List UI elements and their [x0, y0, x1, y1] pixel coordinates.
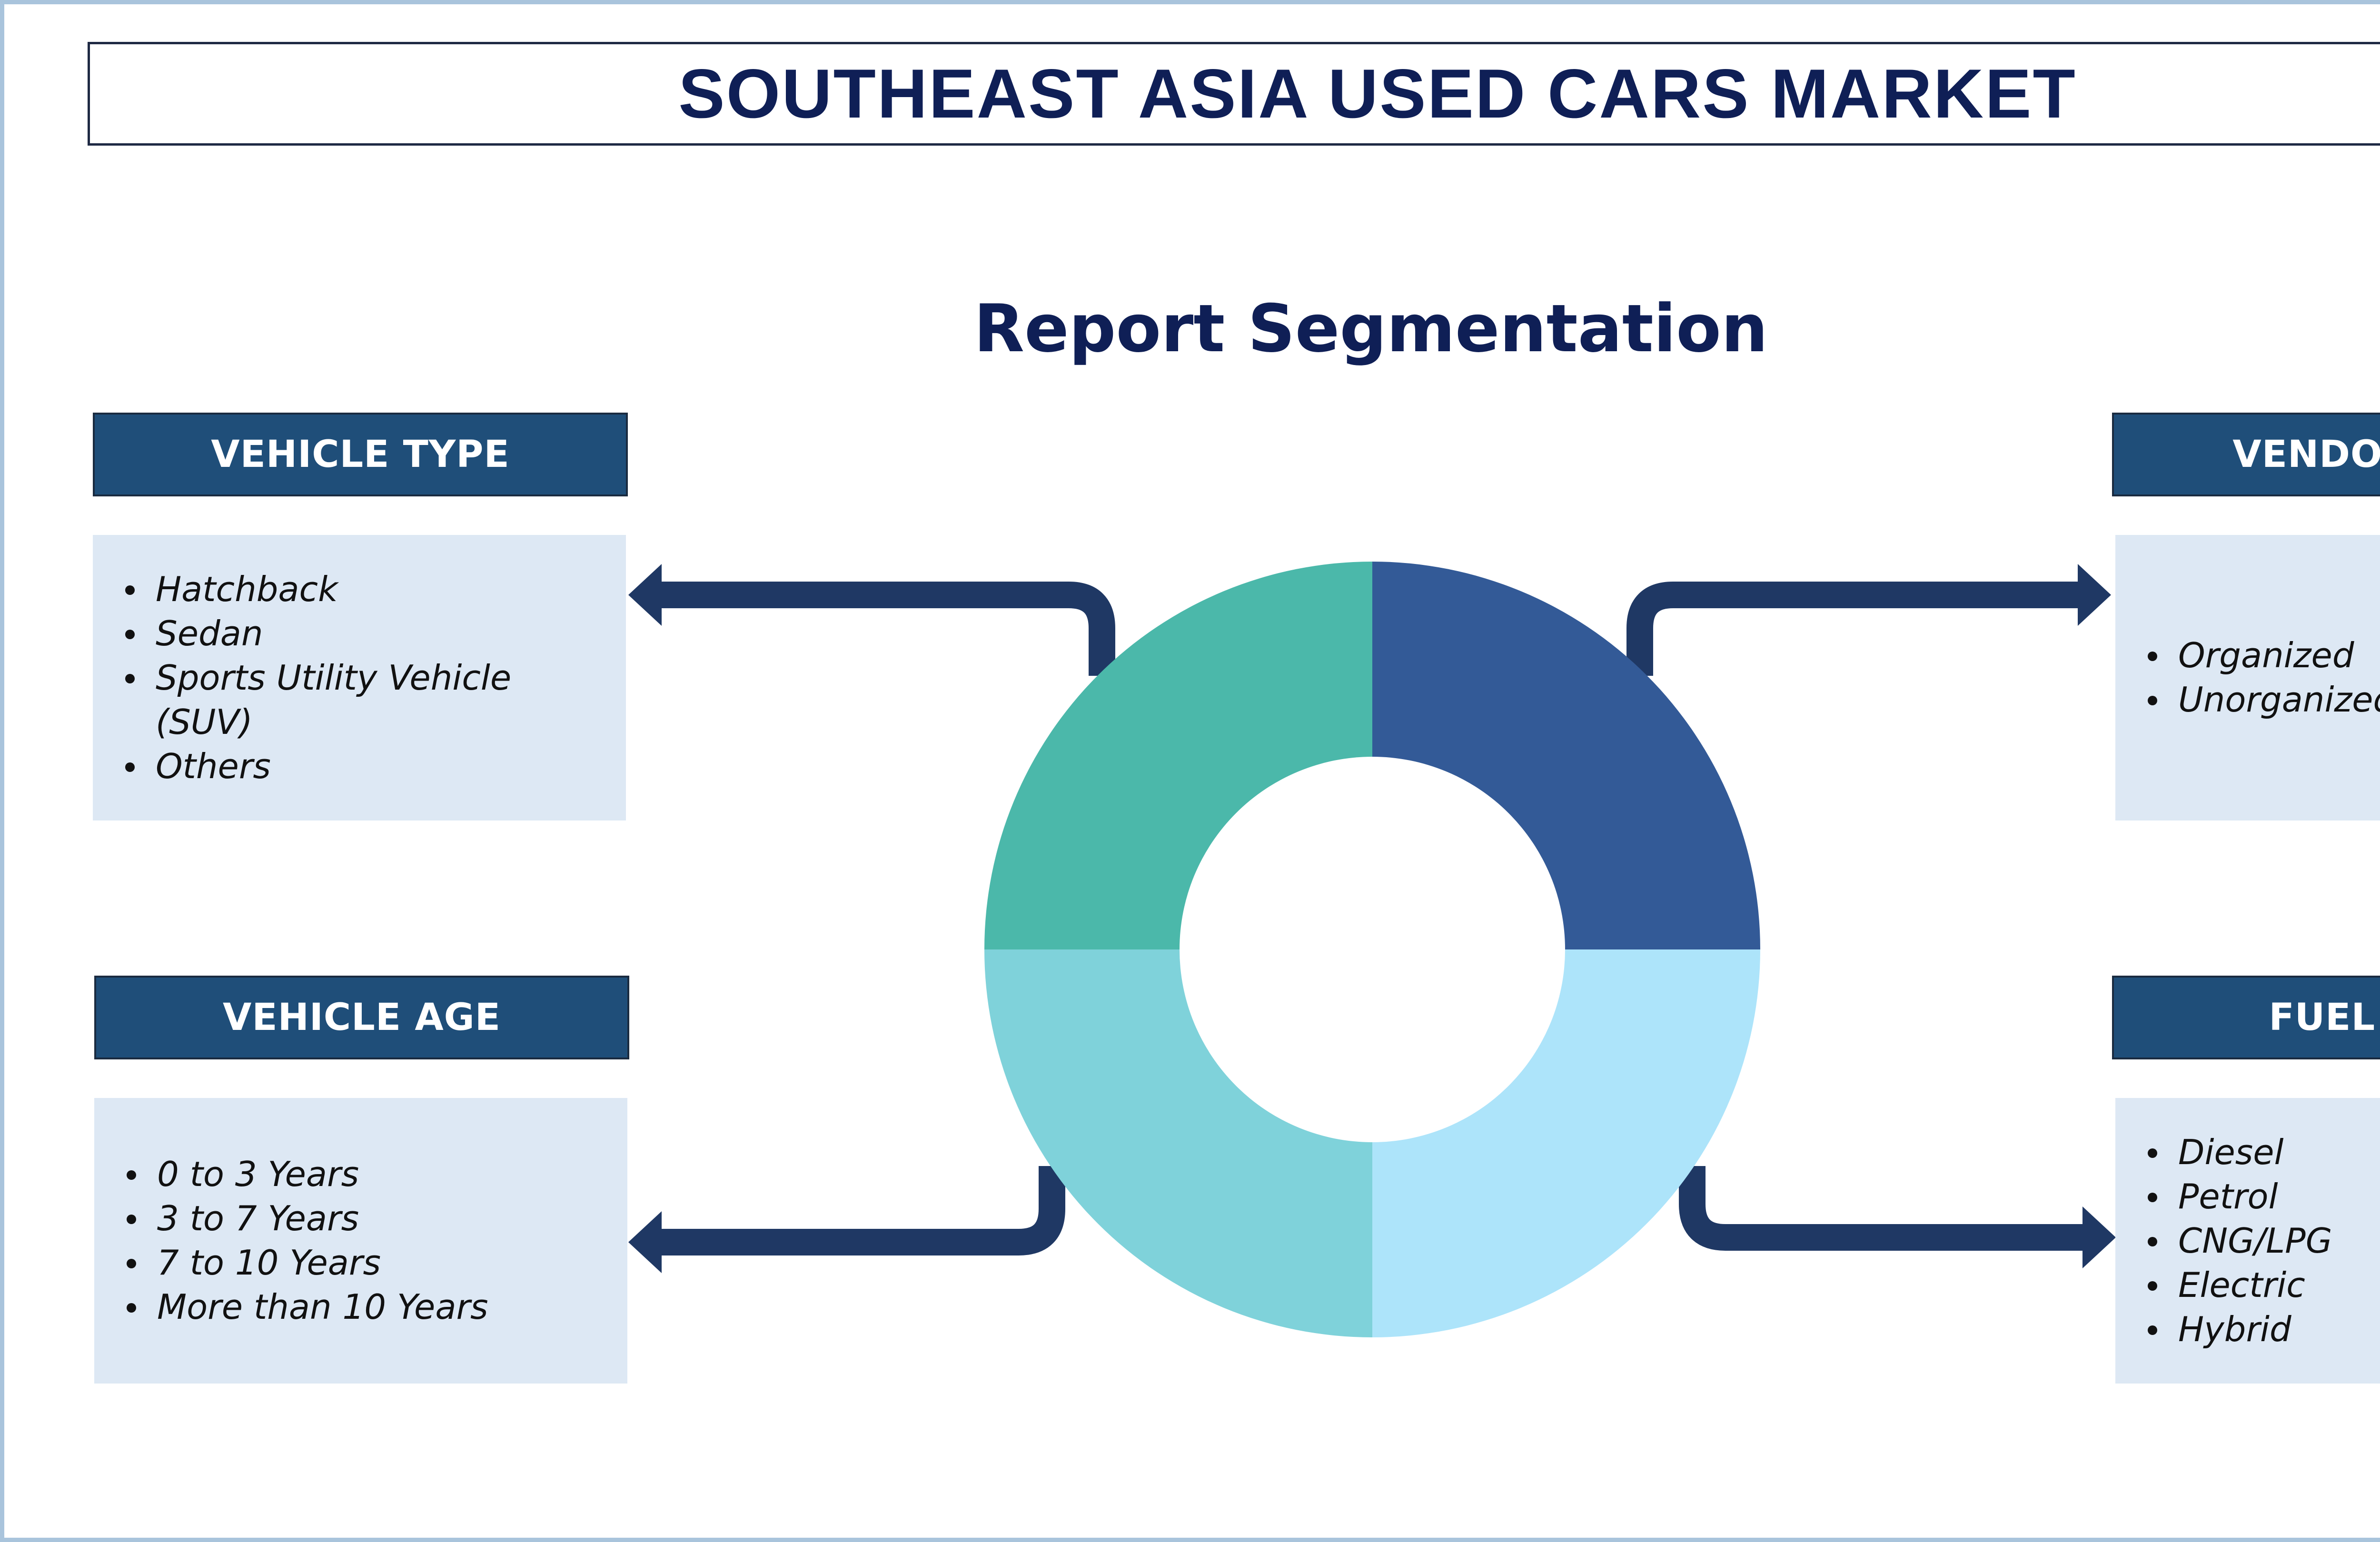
list-item: CNG/LPG	[2144, 1219, 2380, 1263]
header-fuel-type: FUEL TYPE	[2112, 976, 2380, 1059]
list-fuel-type: Diesel Petrol CNG/LPG Electric Hybrid	[2115, 1098, 2380, 1384]
header-label: FUEL TYPE	[2269, 996, 2380, 1039]
arrowhead-left-icon	[628, 1211, 662, 1273]
donut-hole	[1180, 757, 1565, 1142]
list-vehicle-age: 0 to 3 Years 3 to 7 Years 7 to 10 Years …	[94, 1098, 627, 1384]
header-label: VEHICLE TYPE	[211, 433, 510, 476]
arrow-fuel-type	[1679, 1166, 2116, 1268]
header-vendor-type: VENDOR TYPE	[2112, 413, 2380, 496]
donut-chart	[984, 562, 1760, 1337]
arrow-vehicle-age	[628, 1166, 1065, 1273]
section-subtitle: Report Segmentation	[973, 290, 1768, 367]
header-label: VEHICLE AGE	[222, 996, 501, 1039]
arrowhead-right-icon	[2078, 564, 2111, 626]
header-vehicle-age: VEHICLE AGE	[94, 976, 629, 1059]
list-item: Unorganized	[2144, 678, 2380, 722]
list-item: Others	[121, 744, 575, 789]
list-item: 3 to 7 Years	[123, 1196, 576, 1241]
list-item: 0 to 3 Years	[123, 1152, 576, 1196]
page-title: SOUTHEAST ASIA USED CARS MARKET	[678, 55, 2077, 132]
list-item: Organized	[2144, 633, 2380, 678]
list-item: Sedan	[121, 612, 575, 656]
list-item: Diesel	[2144, 1130, 2380, 1175]
arrowhead-left-icon	[628, 564, 662, 626]
list-item: Sports Utility Vehicle (SUV)	[121, 656, 565, 744]
arrow-vendor-type	[1626, 564, 2111, 676]
list-item: Hybrid	[2144, 1307, 2380, 1352]
header-vehicle-type: VEHICLE TYPE	[93, 413, 628, 496]
header-label: VENDOR TYPE	[2232, 433, 2380, 476]
list-vehicle-type: Hatchback Sedan Sports Utility Vehicle (…	[93, 535, 626, 820]
list-item: More than 10 Years	[123, 1285, 576, 1329]
title-box: SOUTHEAST ASIA USED CARS MARKET	[88, 42, 2380, 146]
arrow-vehicle-type	[628, 564, 1115, 676]
list-item: Petrol	[2144, 1175, 2380, 1219]
arrowhead-right-icon	[2082, 1206, 2116, 1268]
list-vendor-type: Organized Unorganized	[2115, 535, 2380, 820]
list-item: Hatchback	[121, 567, 575, 612]
list-item: 7 to 10 Years	[123, 1241, 576, 1285]
list-item: Electric	[2144, 1263, 2380, 1307]
